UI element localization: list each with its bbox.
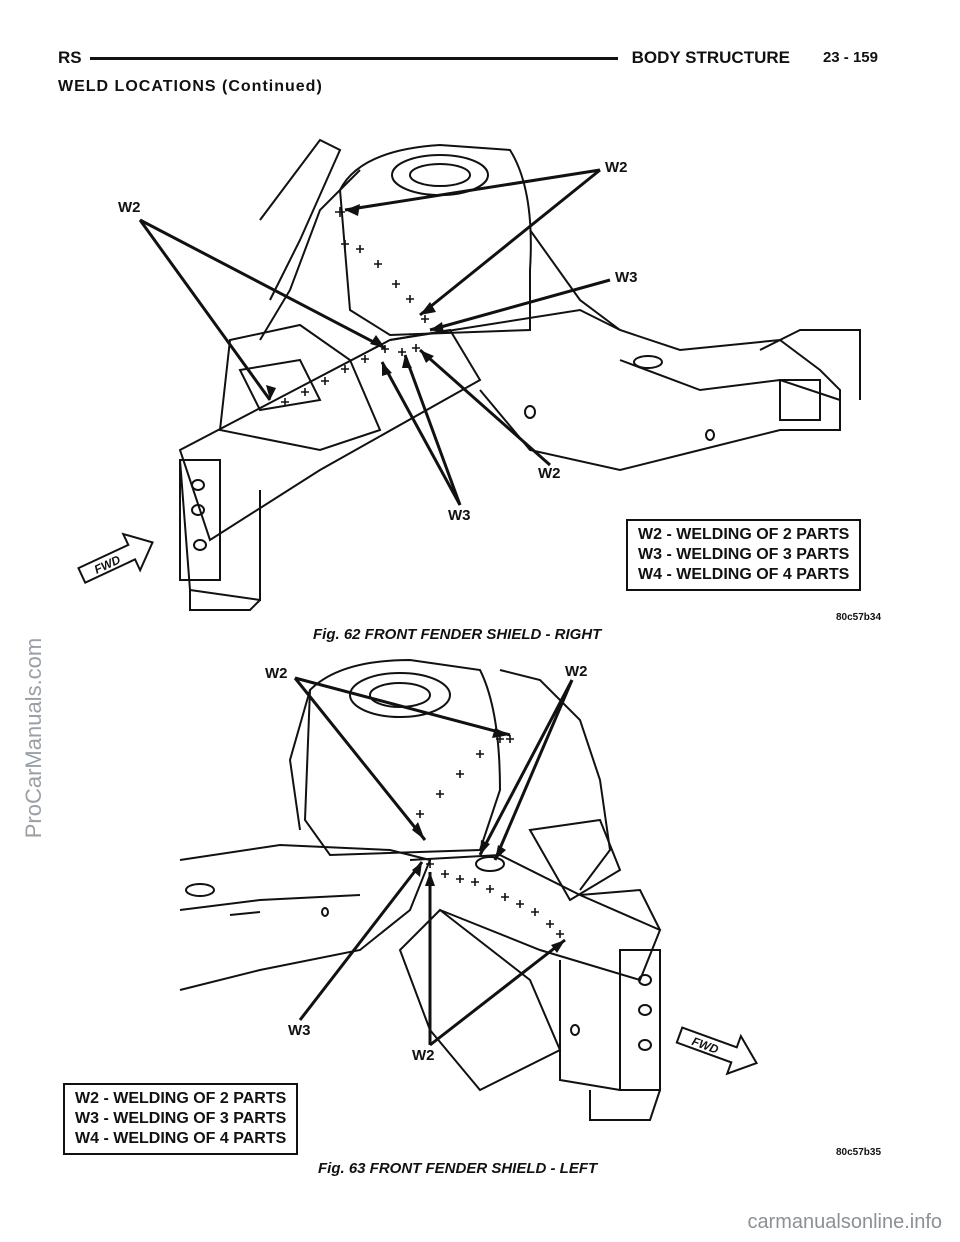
fig62-callout-w2-left: W2 — [118, 199, 141, 216]
fig63-legend-w4: W4 - WELDING OF 4 PARTS — [75, 1130, 287, 1147]
fig63-legend: W2 - WELDING OF 2 PARTS W3 - WELDING OF … — [63, 1083, 299, 1155]
fig63-callout-w2-left: W2 — [265, 665, 288, 682]
fig62-image-code: 80c57b34 — [836, 612, 882, 623]
fig63-image-code: 80c57b35 — [836, 1147, 882, 1158]
figure-63-diagram: W2 W2 W3 W2 FWD — [179, 658, 759, 1121]
bottom-watermark: carmanualsonline.info — [747, 1211, 942, 1233]
fig62-caption: Fig. 62 FRONT FENDER SHIELD - RIGHT — [313, 626, 602, 643]
fig63-fwd-arrow: FWD — [675, 1026, 759, 1076]
fig62-legend-w3: W3 - WELDING OF 3 PARTS — [638, 546, 850, 563]
fig63-legend-w2: W2 - WELDING OF 2 PARTS — [75, 1090, 287, 1107]
figure-62-diagram: W2 W2 W3 W2 W3 FWD — [77, 138, 861, 611]
fig63-callout-w2-right: W2 — [565, 663, 588, 680]
fig62-callout-w2-bottom: W2 — [538, 465, 561, 482]
header-page-number: 23 - 159 — [822, 49, 878, 66]
fig62-callout-w3-bottom: W3 — [448, 507, 471, 524]
fig62-legend: W2 - WELDING OF 2 PARTS W3 - WELDING OF … — [626, 519, 862, 591]
fig63-caption: Fig. 63 FRONT FENDER SHIELD - LEFT — [318, 1160, 598, 1177]
header-model: RS — [58, 48, 82, 67]
fig62-legend-w4: W4 - WELDING OF 4 PARTS — [638, 566, 850, 583]
header-rule — [90, 57, 618, 60]
fig62-callout-w3-right: W3 — [615, 269, 638, 286]
fig63-callout-w3-bottom: W3 — [288, 1022, 311, 1039]
side-watermark: ProCarManuals.com — [21, 637, 46, 839]
fig63-legend-w3: W3 - WELDING OF 3 PARTS — [75, 1110, 287, 1127]
fig62-legend-w2: W2 - WELDING OF 2 PARTS — [638, 526, 850, 543]
fig63-callout-w2-bottom: W2 — [412, 1047, 435, 1064]
page-header: RS BODY STRUCTURE 23 - 159 — [58, 48, 878, 70]
header-section: BODY STRUCTURE — [631, 48, 790, 67]
fig62-fwd-arrow: FWD — [77, 532, 154, 584]
section-subheading: WELD LOCATIONS (Continued) — [58, 78, 323, 95]
fig62-callout-w2-top: W2 — [605, 159, 628, 176]
